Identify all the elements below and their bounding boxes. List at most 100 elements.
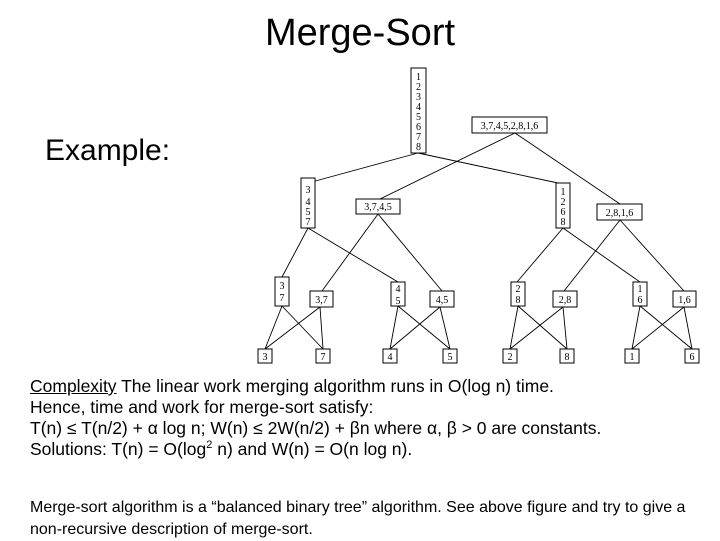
svg-text:2,8,1,6: 2,8,1,6 [606,208,634,219]
svg-text:2,8: 2,8 [559,295,572,306]
svg-text:8: 8 [516,295,521,306]
leaf-node: 1 [624,348,640,364]
svg-text:2: 2 [516,284,521,295]
level1-left-tag: 3,7,4,5 [355,198,401,215]
edge [514,132,621,205]
svg-text:5: 5 [396,296,401,307]
svg-text:1: 1 [638,284,643,295]
leaf-node: 4 [382,348,398,364]
svg-text:4: 4 [388,352,393,363]
edge [264,305,283,350]
leaf-node: 7 [315,348,331,364]
edge [509,305,519,350]
level2-tag-1: 3,7 [309,290,334,308]
complexity-line-2: Hence, time and work for merge-sort sati… [30,397,374,417]
level2-node-3: 2 8 [510,281,526,307]
svg-text:6: 6 [638,295,643,306]
svg-text:3: 3 [280,281,285,292]
complexity-line-3: T(n) ≤ T(n/2) + α log n; W(n) ≤ 2W(n/2) … [30,418,602,438]
edge [517,305,568,350]
leaf-node: 8 [559,348,575,364]
svg-text:7: 7 [306,217,311,228]
svg-text:4: 4 [396,284,401,295]
svg-text:3,7: 3,7 [315,295,328,306]
svg-text:7: 7 [280,293,285,304]
complexity-line-4: Solutions: T(n) = O(log2 n) and W(n) = O… [30,439,413,459]
svg-text:8: 8 [561,217,566,228]
leaf-node: 3 [257,348,273,364]
svg-text:7: 7 [321,352,326,363]
svg-text:1: 1 [561,187,566,198]
level2-tag-3: 2,8 [552,290,578,308]
root-value: 7 [416,132,421,143]
root-node: 1 2 3 4 5 6 7 8 [410,67,427,154]
svg-text:2: 2 [561,197,566,208]
edge [264,306,321,350]
edge [379,132,516,200]
svg-text:1: 1 [630,352,635,363]
edge [377,213,443,292]
svg-text:6: 6 [561,207,566,218]
svg-text:8: 8 [565,352,570,363]
edge [631,306,685,350]
merge-sort-tree-diagram: 1 2 3 4 5 6 7 8 3,7,4,5,2,8,1,6 3 4 5 7 … [257,67,700,364]
level1-right-node: 1 2 6 8 [555,182,571,229]
edge [683,306,693,350]
tree-edges [264,132,693,350]
svg-text:3,7,4,5,2,8,1,6: 3,7,4,5,2,8,1,6 [481,121,539,132]
complexity-heading: Complexity [30,376,117,396]
svg-text:5: 5 [448,352,453,363]
svg-text:3: 3 [263,352,268,363]
root-value: 2 [416,82,421,93]
level2-node-4: 1 6 [632,281,648,307]
edge [307,152,419,184]
slide-title: Merge-Sort [264,12,456,54]
example-label: Example: [45,134,171,167]
edge [397,305,451,350]
edge [562,306,568,350]
leaf-node: 2 [502,348,518,364]
root-value: 8 [416,142,421,153]
edge [439,306,451,350]
edge [319,306,324,350]
root-value: 3 [416,92,421,103]
svg-text:3: 3 [306,185,311,196]
level2-node-2: 4 5 [390,281,406,307]
log-exponent: 2 [206,439,213,452]
edge [389,306,441,350]
edge [639,305,693,350]
svg-text:1,6: 1,6 [678,295,691,306]
level1-right-tag: 2,8,1,6 [596,203,643,221]
svg-text:5: 5 [306,207,311,218]
svg-text:4: 4 [306,197,311,208]
edge [631,305,641,350]
root-value: 6 [416,122,421,133]
leaf-node: 5 [442,348,458,364]
edge [509,306,564,350]
level2-node-1: 3 7 [274,276,290,307]
edge [389,305,399,350]
edge [516,227,564,283]
edge [321,213,379,292]
level2-tag-4: 1,6 [672,290,697,308]
note-text: Merge-sort algorithm is a “balanced bina… [30,499,686,538]
level2-tag-2: 4,5 [429,290,455,308]
edge [417,152,559,184]
svg-text:4,5: 4,5 [436,295,449,306]
edge [619,219,685,292]
edge [307,227,399,283]
edge [563,219,621,292]
root-value: 5 [416,112,421,123]
edge [562,227,641,283]
svg-text:2: 2 [508,352,513,363]
edge [281,305,324,350]
complexity-line-1-rest: The linear work merging algorithm runs i… [116,376,554,396]
svg-text:3,7,4,5: 3,7,4,5 [364,202,392,213]
root-value: 1 [416,72,421,83]
level1-left-node: 3 4 5 7 [300,177,316,229]
complexity-text: Complexity The linear work merging algor… [30,376,710,460]
edge [281,227,309,278]
complexity-line-1: Complexity The linear work merging algor… [30,376,710,397]
root-value: 4 [416,102,421,113]
root-input-tag: 3,7,4,5,2,8,1,6 [471,116,548,134]
